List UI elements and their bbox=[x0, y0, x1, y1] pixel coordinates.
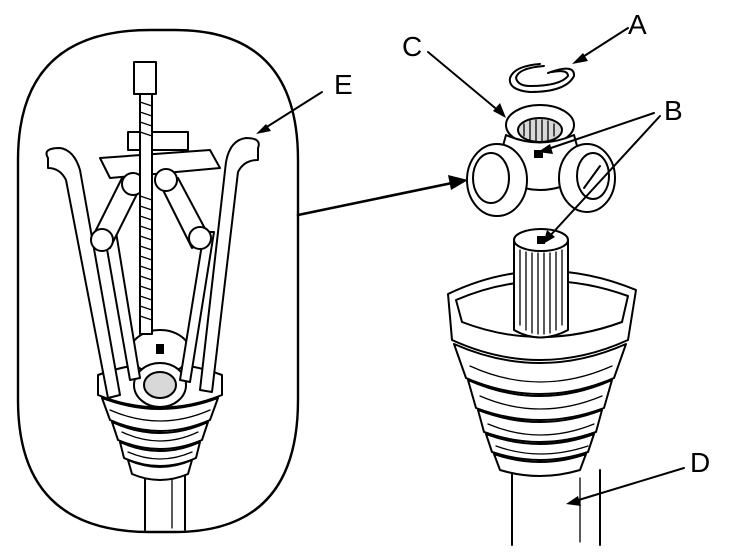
puller-screw bbox=[133, 61, 157, 335]
inset-spider bbox=[129, 329, 191, 408]
callout-leaders bbox=[256, 27, 685, 506]
callout-c: C bbox=[402, 31, 422, 62]
driveshaft bbox=[511, 469, 601, 546]
callout-a: A bbox=[628, 9, 647, 40]
callout-e: E bbox=[334, 69, 353, 100]
puller-body bbox=[90, 131, 221, 252]
callout-d: D bbox=[690, 447, 710, 478]
inset-to-spider-arrow bbox=[296, 175, 468, 217]
spider bbox=[466, 104, 616, 217]
snap-ring bbox=[508, 63, 575, 93]
inset-detail-panel bbox=[16, 28, 300, 534]
splined-shaft bbox=[513, 228, 569, 339]
callout-b: B bbox=[664, 95, 683, 126]
